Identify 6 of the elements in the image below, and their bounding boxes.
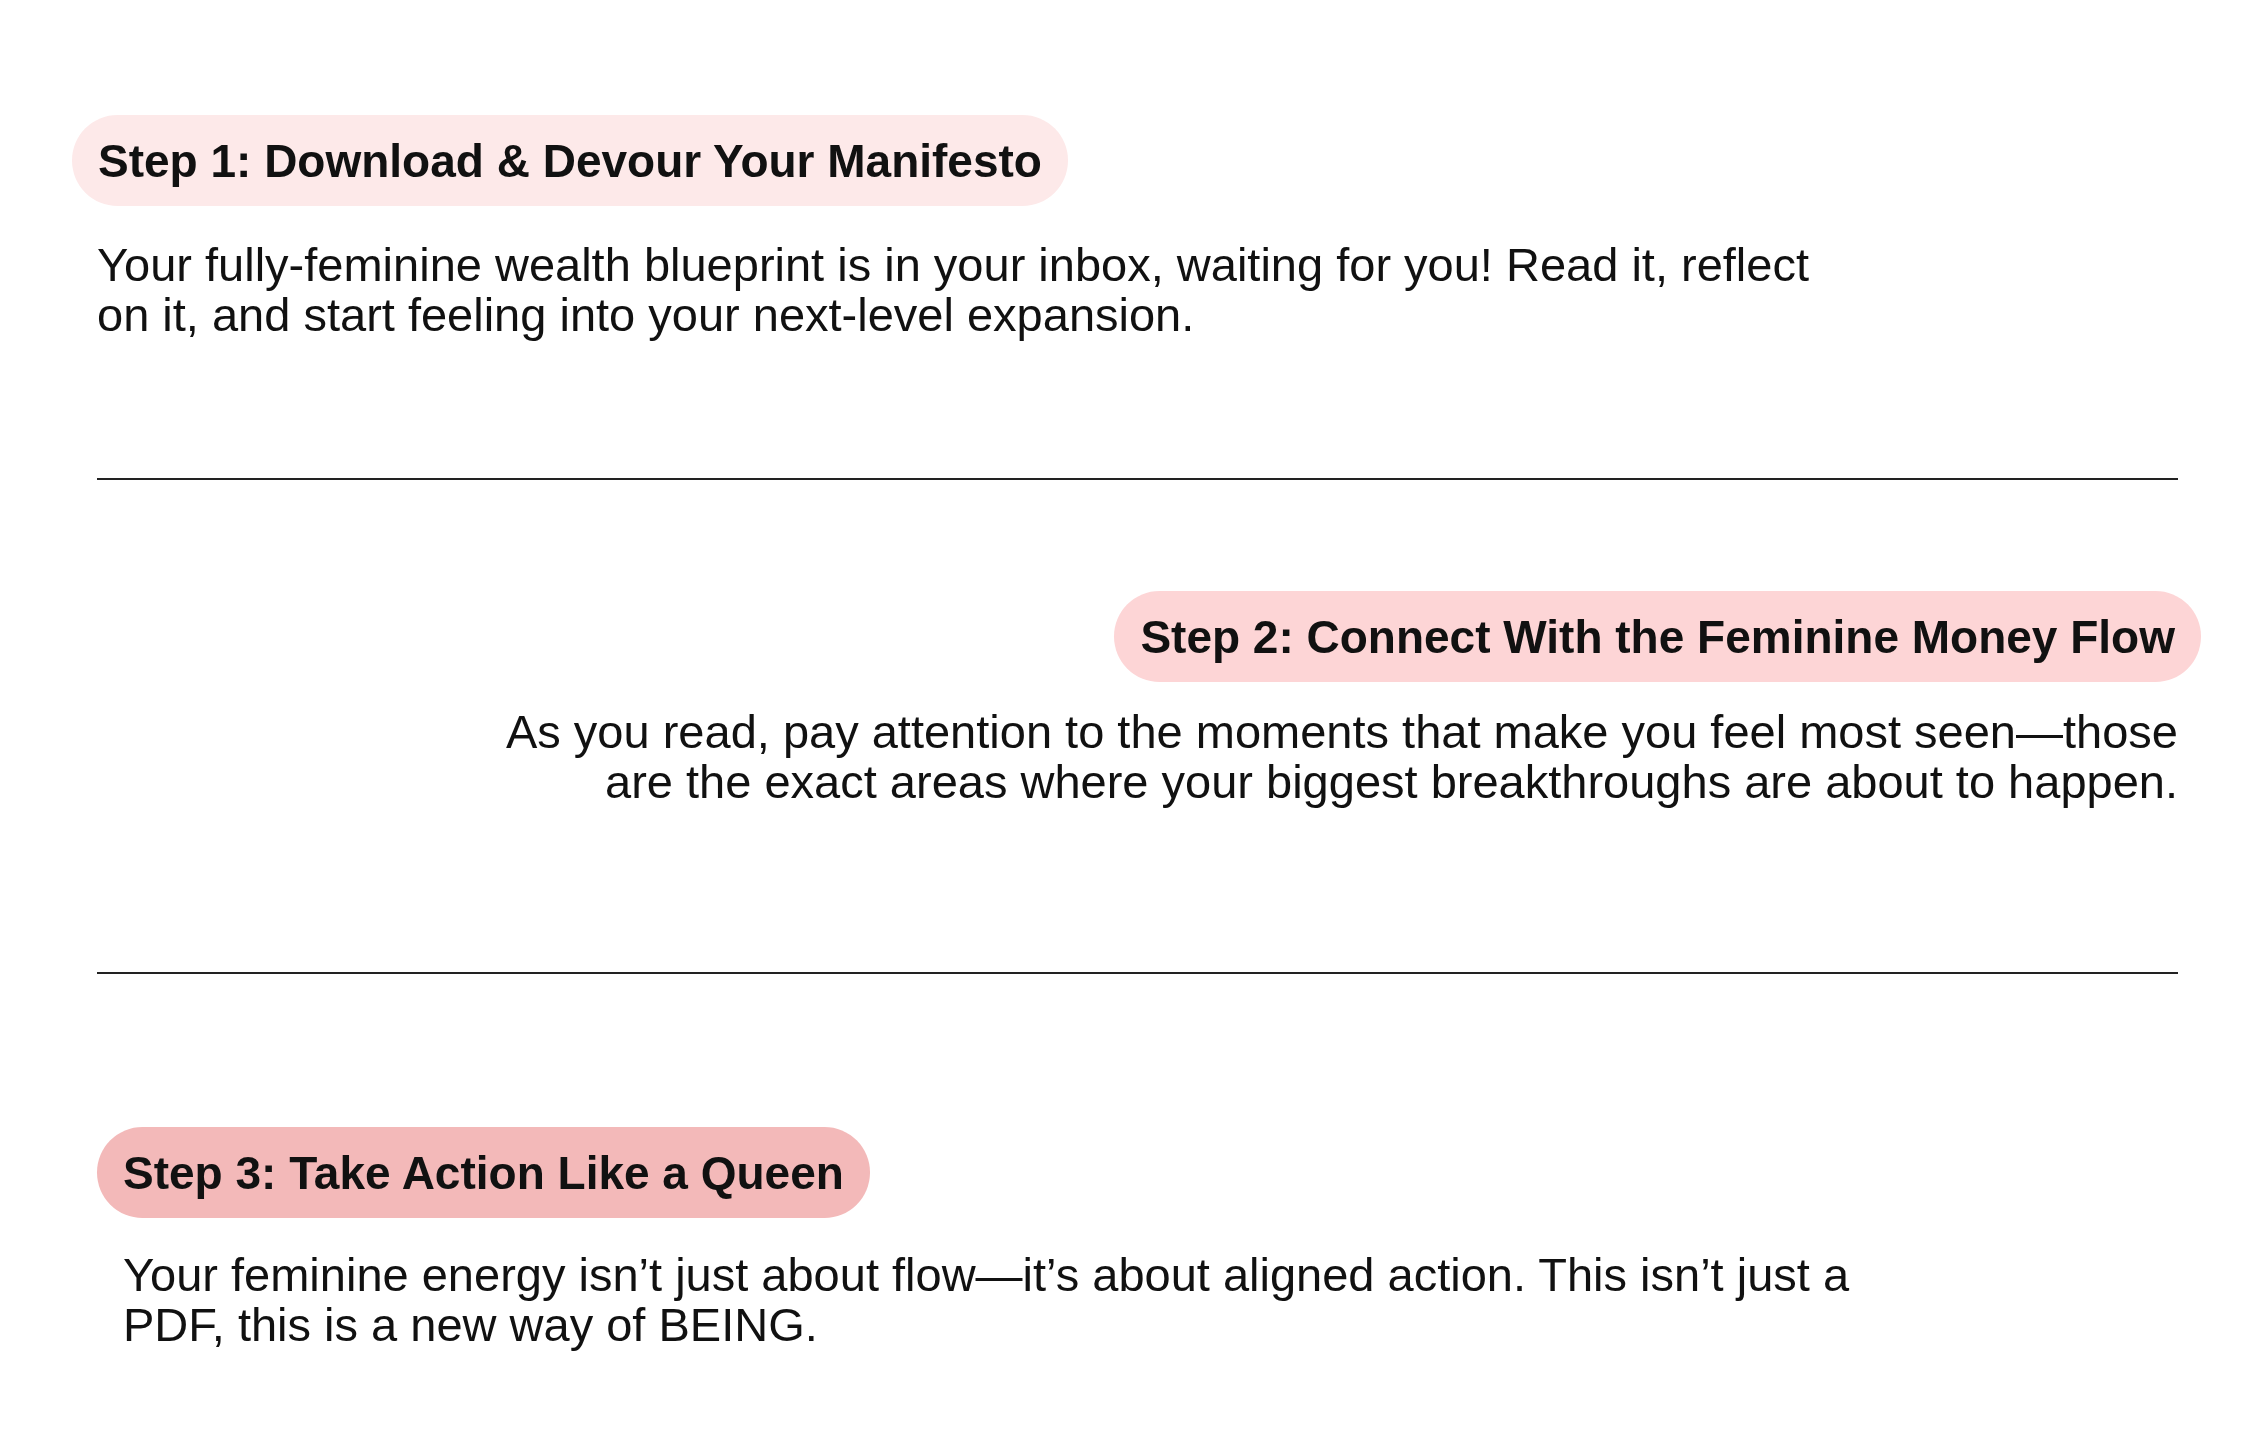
step-heading-pill: Step 2: Connect With the Feminine Money Flow	[1114, 591, 2201, 682]
step-description: Your feminine energy isn’t just about flow—it’s about aligned action. This isn’t just a PDF, this is a new way of BEING.	[123, 1250, 1851, 1350]
step-description: As you read, pay attention to the moments that make you feel most seen—those are the exact areas where your biggest breakthroughs are about to happen.	[504, 707, 2178, 807]
step-heading-pill: Step 1: Download & Devour Your Manifesto	[72, 115, 1068, 206]
step-heading-pill: Step 3: Take Action Like a Queen	[97, 1127, 870, 1218]
step-description: Your fully-feminine wealth blueprint is in your inbox, waiting for you! Read it, reflect on it, and start feeling into your next-level expansion.	[97, 240, 1810, 340]
